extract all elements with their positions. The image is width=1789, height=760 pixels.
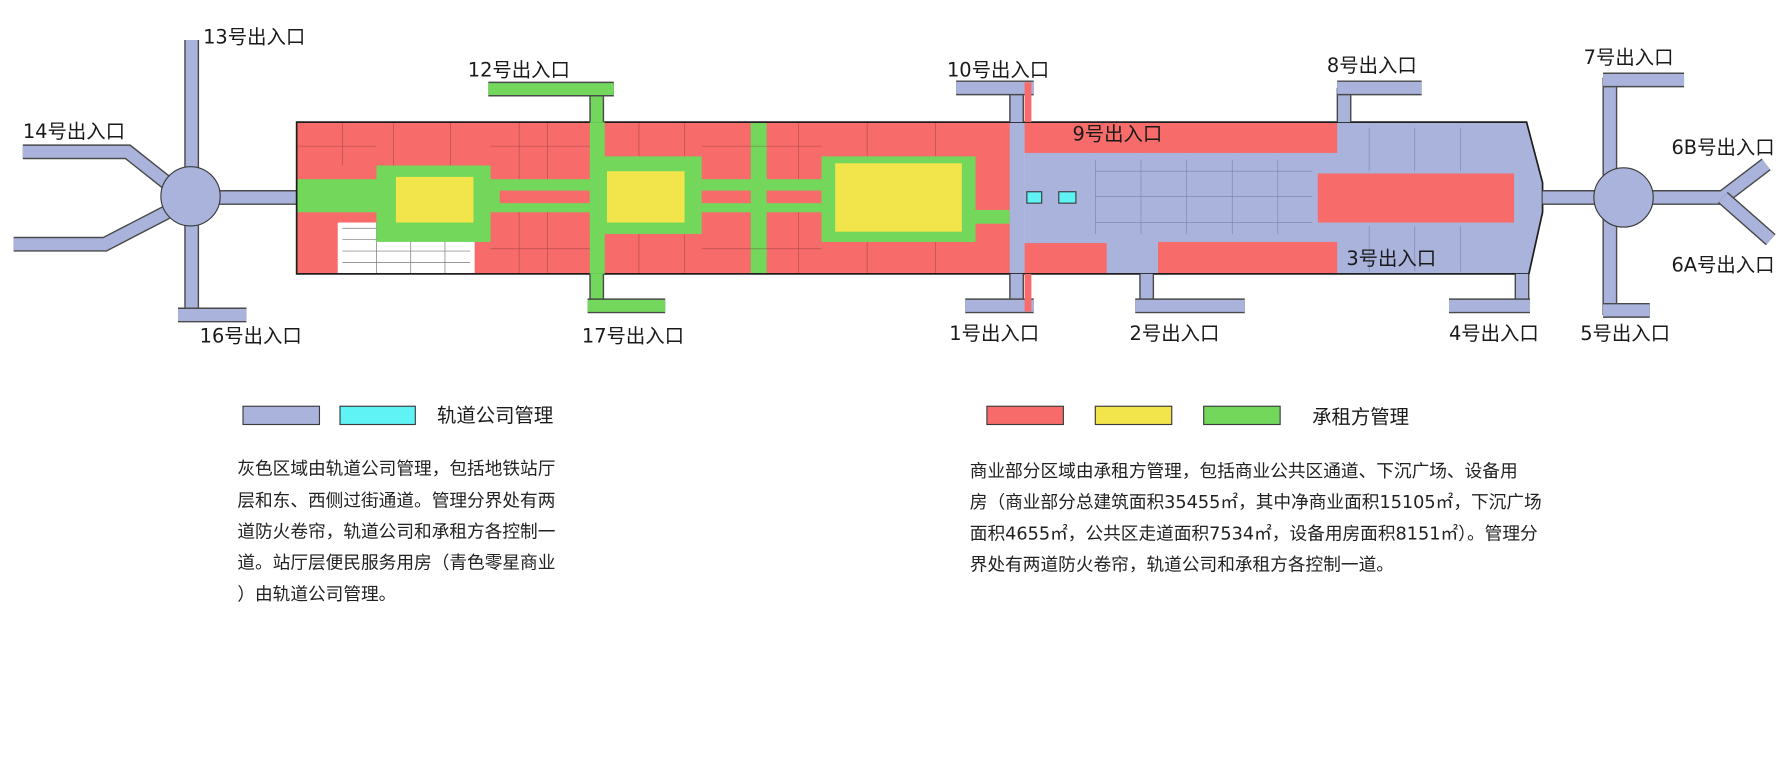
corridor-1-shops <box>499 190 590 204</box>
legend-swatch-tenant-yellow <box>1094 405 1173 426</box>
sunken-plaza-3 <box>835 163 962 232</box>
tenant-description-line: 界处有两道防火卷帘，轨道公司和承租方各控制一道。 <box>970 555 1394 576</box>
exit-10-shop-strip <box>1024 82 1032 123</box>
green-cross-corridor <box>750 122 767 274</box>
south-shops-east <box>1158 241 1338 274</box>
southwest-passage <box>13 206 170 251</box>
green-connector <box>973 209 1010 224</box>
west-passages <box>13 39 299 323</box>
exit-label-14: 14号出入口 <box>23 120 125 143</box>
legend-tenant: 承租方管理 <box>986 405 1409 428</box>
central-shops-strip <box>1317 173 1515 223</box>
west-green-corridor <box>296 179 379 213</box>
tenant-description-line: 面积4655㎡，公共区走道面积7534㎡，设备用房面积8151㎡）。管理分 <box>970 523 1538 545</box>
rail-description: 灰色区域由轨道公司管理，包括地铁站厅 层和东、西侧过街通道。管理分界处有两 道防… <box>237 459 555 606</box>
rail-description-line: 道防火卷帘，轨道公司和承租方各控制一 <box>237 521 555 542</box>
legend-swatch-tenant-green <box>1203 405 1281 426</box>
exit-label-7: 7号出入口 <box>1584 46 1674 69</box>
rail-description-line: 层和东、西侧过街通道。管理分界处有两 <box>237 491 555 512</box>
tenant-description-line: 房（商业部分总建筑面积35455㎡，其中净商业面积15105㎡，下沉广场 <box>970 491 1542 513</box>
exit-label-1: 1号出入口 <box>949 322 1039 345</box>
exit-label-5: 5号出入口 <box>1580 322 1670 345</box>
east-hub-circle <box>1593 167 1654 228</box>
exit-label-4: 4号出入口 <box>1449 322 1539 345</box>
exit-label-6a: 6A号出入口 <box>1671 254 1774 277</box>
convenience-shop-1 <box>1026 191 1043 204</box>
legend-swatch-rail-cyan <box>339 405 416 426</box>
exit-label-10: 10号出入口 <box>947 59 1049 82</box>
exit-labels: 13号出入口 12号出入口 10号出入口 8号出入口 7号出入口 14号出入口 … <box>23 25 1775 347</box>
legend-label-rail: 轨道公司管理 <box>437 404 553 427</box>
north-shops-strip <box>1024 122 1338 153</box>
boundary-passage <box>1009 122 1025 274</box>
exit-label-13: 13号出入口 <box>203 25 305 48</box>
green-north-south-corridor <box>589 122 605 274</box>
west-hub-circle <box>160 166 221 227</box>
station-hall-area <box>1024 122 1543 274</box>
station-concourse <box>295 121 1544 275</box>
rail-description-line: 灰色区域由轨道公司管理，包括地铁站厅 <box>237 459 555 480</box>
sunken-plaza-1 <box>395 176 474 223</box>
exit-label-8: 8号出入口 <box>1327 54 1417 77</box>
exit-6a-passage <box>1718 192 1775 245</box>
exit-label-6b: 6B号出入口 <box>1671 136 1774 159</box>
exit-14-passage <box>22 145 171 188</box>
exit-label-2: 2号出入口 <box>1130 322 1220 345</box>
exit-label-16: 16号出入口 <box>200 324 302 347</box>
rail-description-line: ）由轨道公司管理。 <box>237 584 396 605</box>
building-exits <box>488 80 1531 314</box>
east-passages <box>1542 72 1776 318</box>
cad-wall-lines <box>296 122 936 274</box>
legend-label-tenant: 承租方管理 <box>1312 405 1409 428</box>
tenant-description: 商业部分区域由承租方管理，包括商业公共区通道、下沉广场、设备用 房（商业部分总建… <box>970 461 1542 576</box>
exit-label-9: 9号出入口 <box>1072 122 1162 145</box>
south-shops-west <box>1024 243 1107 274</box>
legend-swatch-tenant-red <box>986 405 1064 426</box>
tenant-description-line: 商业部分区域由承租方管理，包括商业公共区通道、下沉广场、设备用 <box>970 461 1518 482</box>
exit-label-17: 17号出入口 <box>582 324 684 347</box>
exit-label-3: 3号出入口 <box>1346 247 1436 270</box>
commercial-block <box>296 122 1011 274</box>
exit-label-12: 12号出入口 <box>468 59 570 82</box>
cad-column-grid <box>1095 127 1461 272</box>
legend-rail: 轨道公司管理 <box>242 404 553 427</box>
building-outline <box>295 121 1544 275</box>
convenience-shop-2 <box>1058 191 1077 204</box>
exit-1-shop-strip <box>1024 273 1032 312</box>
legend-swatch-rail-gray <box>242 405 321 426</box>
rail-description-line: 道。站厅层便民服务用房（青色零星商业 <box>237 552 555 573</box>
sunken-plaza-2 <box>606 171 685 223</box>
